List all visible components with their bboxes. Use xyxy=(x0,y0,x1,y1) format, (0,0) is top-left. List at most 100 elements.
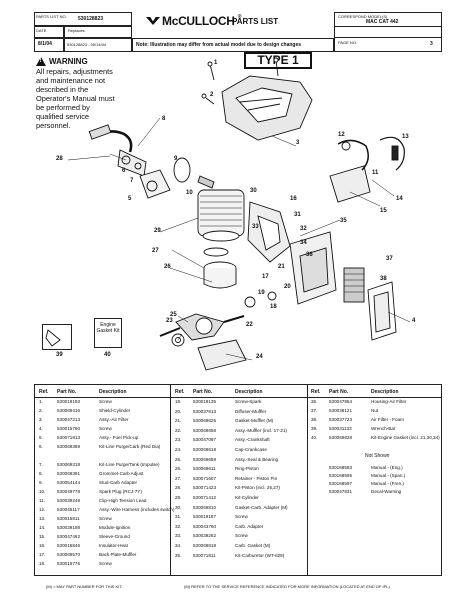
header-description: Description xyxy=(99,389,127,395)
part-description: Cap-Crankcase xyxy=(235,447,267,452)
header-description: Description xyxy=(371,389,399,395)
part-number: 530047831 xyxy=(329,489,352,494)
illustration-note: Note: Illustration may differ from actua… xyxy=(136,42,302,48)
part-ref: 31. xyxy=(175,514,182,520)
part-number: 530069416 xyxy=(57,408,80,413)
header: PARTS LIST NO. 530128823 DATE Replaces 8… xyxy=(34,12,442,52)
callout: 20 xyxy=(284,284,291,290)
part-ref: 19. xyxy=(175,399,182,404)
warning-title: WARNING xyxy=(49,57,88,66)
part-description: Manual - (Span.) xyxy=(371,473,406,478)
part-ref: 6. xyxy=(39,444,43,449)
part-number: 530037813 xyxy=(193,408,216,414)
warning-body: All repairs, adjustments and maintenance… xyxy=(36,67,115,130)
part-description: Diffuser-Muffler xyxy=(235,408,267,414)
ignition-module-part xyxy=(329,165,371,203)
parts-list-no: 530128823 xyxy=(78,16,104,22)
part-description: Kit-Cylinder xyxy=(235,495,259,500)
part-ref: 11. xyxy=(39,498,46,503)
part-ref: 27. xyxy=(175,475,182,481)
date-label: DATE xyxy=(36,28,47,33)
part-ref: 38. xyxy=(311,417,318,422)
part-description: Grommet-Carb Adjust xyxy=(99,471,144,476)
replaces-label: Replaces xyxy=(68,28,85,33)
part-description: Screw xyxy=(99,399,112,404)
part-description: Screw xyxy=(235,514,248,520)
part-ref: 34. xyxy=(175,543,182,548)
parts-list-no-label: PARTS LIST NO. xyxy=(36,14,67,19)
warning-notice: WARNING All repairs, adjustments and mai… xyxy=(36,57,116,130)
callout: 36 xyxy=(306,252,313,258)
part-ref: 1. xyxy=(39,399,43,404)
header-part-no: Part No. xyxy=(329,389,349,395)
part-ref: 21. xyxy=(175,418,182,424)
part-number: 530168593 xyxy=(329,465,352,470)
part-ref: 5. xyxy=(39,435,43,440)
part-number: 530047462 xyxy=(57,534,80,539)
part-description: Screw xyxy=(99,426,112,431)
header-ref: Ref. xyxy=(311,389,321,395)
callout: 7 xyxy=(130,178,134,184)
part-number: 530069611 xyxy=(193,466,216,472)
cylinder-part xyxy=(197,189,245,237)
callout: 28 xyxy=(56,156,63,162)
part-description: Manual - (Eng.) xyxy=(371,465,403,470)
part-description: Carb. Gasket (M) xyxy=(235,543,271,548)
part-description: Insulator-Heat xyxy=(99,543,128,548)
callout: 35 xyxy=(340,218,347,224)
callout: 17 xyxy=(262,274,269,280)
part-ref: 7. xyxy=(39,462,43,467)
part-ref: 10. xyxy=(39,489,46,494)
part-description: Screw-Spark xyxy=(235,399,262,404)
part-number: 530071423 xyxy=(193,485,216,491)
callout: 25 xyxy=(170,312,177,318)
part-ref: 23. xyxy=(175,437,182,443)
header-ref: Ref. xyxy=(175,389,185,395)
callout: 18 xyxy=(270,304,277,310)
part-description: Gasket-Carb. Adapter (M) xyxy=(235,504,288,510)
callout: 8 xyxy=(162,116,166,122)
footer-right: (M) REFER TO THE SERVICE REFERENCE INDIC… xyxy=(184,584,390,589)
part-number: 530019135 xyxy=(193,399,216,404)
callout: 33 xyxy=(252,224,259,230)
page-label: PAGE NO. xyxy=(338,40,358,45)
replaces-value: 530128823 - 05/14/04 xyxy=(67,42,107,47)
part-description: Assy.-Wire Harness (includes switch) xyxy=(99,507,175,512)
callout: 14 xyxy=(396,196,403,202)
part-number: 530069658 xyxy=(193,456,216,462)
part-number: 530015760 xyxy=(57,426,80,431)
part-ref: 24. xyxy=(175,447,182,452)
callout: 4 xyxy=(412,318,416,324)
bar-wrench-box xyxy=(42,324,72,350)
callout: 23 xyxy=(166,318,173,324)
callout: 39 xyxy=(56,352,63,358)
part-ref: 12. xyxy=(39,507,46,512)
document-title: PARTS LIST xyxy=(232,17,279,26)
part-description: Assy.- Fuel Pick-up xyxy=(99,435,139,440)
part-description: Kit-Line Purge/Carb.(Red Dia) xyxy=(99,444,161,449)
part-description: Spark Plug (RCJ-7Y) xyxy=(99,489,142,494)
part-ref: 39. xyxy=(311,426,318,431)
part-number: 530049778 xyxy=(57,489,80,494)
part-ref: 13. xyxy=(39,516,46,521)
mcculloch-logo: McCULLOCH ® xyxy=(146,14,241,28)
callout: 40 xyxy=(104,352,111,358)
callout: 11 xyxy=(372,170,379,176)
part-number: 530071607 xyxy=(193,475,216,481)
part-ref: 3. xyxy=(39,417,43,422)
part-number: 530047954 xyxy=(329,399,352,404)
callout: 22 xyxy=(246,322,253,328)
callout: 9 xyxy=(174,156,178,162)
part-number: 530071811 xyxy=(193,552,216,558)
model-value: MAC CAT 442 xyxy=(366,19,399,25)
callout: 30 xyxy=(250,188,257,194)
callout: 26 xyxy=(164,264,171,270)
part-description: Ring-Piston xyxy=(235,466,259,472)
part-description: Gasket-Muffler (M) xyxy=(235,418,274,424)
callout: 31 xyxy=(294,212,301,218)
part-ref: 22. xyxy=(175,427,182,433)
part-description: Assy.-Seal & Bearing xyxy=(235,456,279,462)
part-description: Decal-Warning xyxy=(371,489,402,494)
